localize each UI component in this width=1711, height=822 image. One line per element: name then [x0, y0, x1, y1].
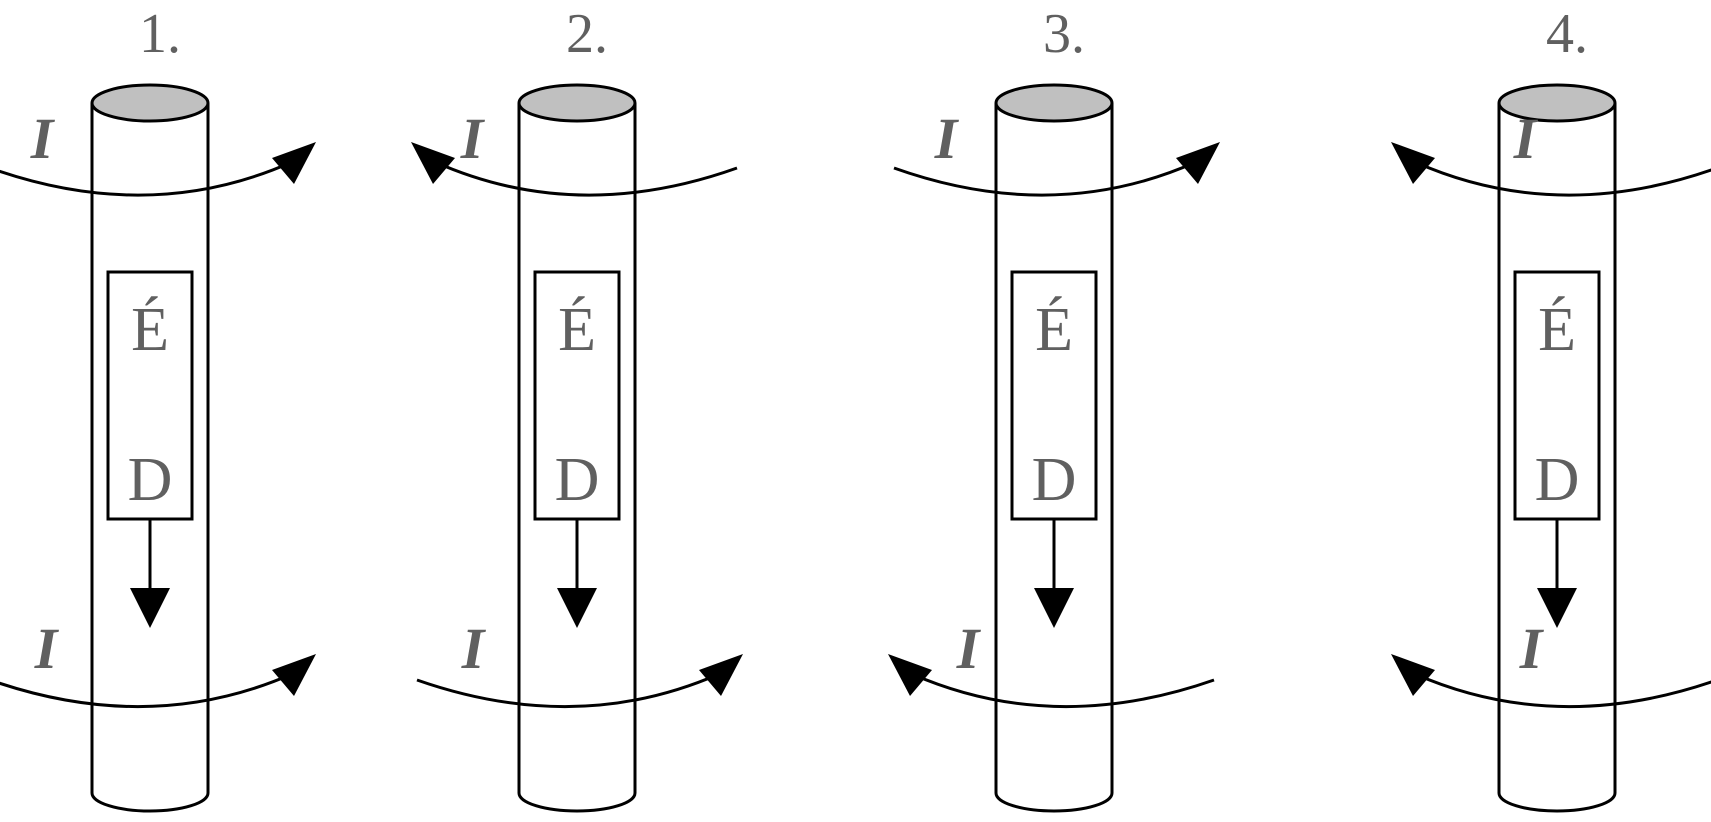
tube-top	[994, 83, 1114, 123]
magnet-top-pole: É	[1538, 296, 1576, 364]
current-arc	[1414, 160, 1711, 197]
arrowhead-icon	[1176, 142, 1220, 184]
top-current-label: I	[934, 106, 960, 171]
arrow-down-icon	[557, 588, 597, 628]
bottom-current-label: I	[1519, 616, 1545, 681]
bottom-current-label: I	[34, 616, 60, 681]
arrowhead-icon	[272, 142, 316, 184]
arrow-down-icon	[1537, 588, 1577, 628]
arrowhead-icon	[888, 654, 932, 696]
panel-3: 3. I I É D	[888, 3, 1220, 813]
magnet-box	[1513, 270, 1601, 521]
panel-number: 1.	[139, 3, 181, 65]
arrow-down-icon	[130, 588, 170, 628]
arrowhead-icon	[1391, 142, 1435, 184]
magnet-top-pole: É	[1035, 296, 1073, 364]
magnet-bottom-pole: D	[1535, 446, 1580, 514]
bottom-current-arrow	[416, 654, 743, 708]
top-current-label: I	[30, 106, 56, 171]
panel-1: 1. I I É D	[0, 3, 316, 813]
magnet-bottom-pole: D	[128, 446, 173, 514]
current-arc	[911, 672, 1215, 708]
magnet-motion-arrow	[1537, 519, 1577, 628]
tube-top	[1497, 83, 1617, 123]
bottom-current-arrow	[1391, 654, 1711, 708]
bottom-current-arrow	[888, 654, 1215, 708]
current-arc	[1414, 672, 1711, 708]
bottom-current-arrow	[0, 654, 316, 708]
top-current-label: I	[1513, 106, 1539, 171]
current-arc	[0, 160, 293, 197]
magnet-box	[533, 270, 621, 521]
arrowhead-icon	[272, 654, 316, 696]
magnet-motion-arrow	[1034, 519, 1074, 628]
panel-number: 2.	[566, 3, 608, 65]
arrowhead-icon	[699, 654, 743, 696]
magnet-bottom-pole: D	[1032, 446, 1077, 514]
arrowhead-icon	[411, 142, 455, 184]
tube-top	[517, 83, 637, 123]
panel-number: 4.	[1546, 3, 1588, 65]
tube-top	[90, 83, 210, 123]
bottom-current-label: I	[956, 616, 982, 681]
current-arc	[416, 672, 720, 708]
arrow-down-icon	[1034, 588, 1074, 628]
top-current-arrow	[411, 142, 738, 197]
magnet-top-pole: É	[131, 296, 169, 364]
current-arc	[434, 160, 738, 197]
top-current-label: I	[460, 106, 486, 171]
current-arc	[893, 160, 1197, 197]
top-current-arrow	[893, 142, 1220, 197]
magnet-bottom-pole: D	[555, 446, 600, 514]
panel-number: 3.	[1043, 3, 1085, 65]
top-current-arrow	[1391, 142, 1711, 197]
panel-2: 2. I I É D	[411, 3, 743, 813]
arrowhead-icon	[1391, 654, 1435, 696]
bottom-current-label: I	[461, 616, 487, 681]
top-current-arrow	[0, 142, 316, 197]
current-arc	[0, 672, 293, 708]
magnet-motion-arrow	[557, 519, 597, 628]
magnet-top-pole: É	[558, 296, 596, 364]
magnet-motion-arrow	[130, 519, 170, 628]
